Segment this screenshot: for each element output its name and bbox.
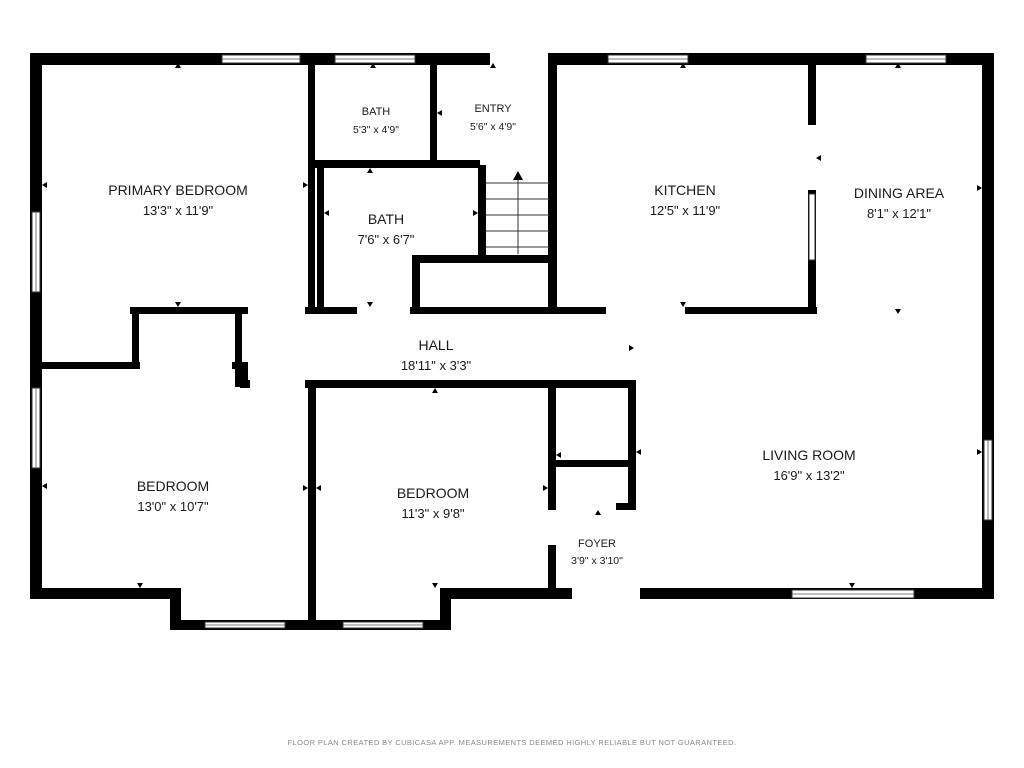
- bath-small-name: BATH: [362, 106, 391, 118]
- primary-bedroom-name: PRIMARY BEDROOM: [108, 182, 248, 198]
- door-markers: [42, 63, 982, 588]
- footer-disclaimer: FLOOR PLAN CREATED BY CUBICASA APP. MEAS…: [288, 738, 737, 747]
- stairs: [486, 171, 550, 254]
- bedroom-center-name: BEDROOM: [397, 485, 469, 501]
- living-room-dims: 16'9" x 13'2": [773, 468, 845, 483]
- dining-area-dims: 8'1" x 12'1": [867, 206, 931, 221]
- windows: [31, 53, 993, 629]
- bath-large-name: BATH: [368, 211, 404, 227]
- bath-small-dims: 5'3" x 4'9": [353, 124, 399, 136]
- foyer-dims: 3'9" x 3'10": [571, 555, 623, 567]
- hall-dims: 18'11" x 3'3": [401, 358, 472, 373]
- walls: [30, 53, 994, 630]
- primary-bedroom-dims: 13'3" x 11'9": [143, 203, 214, 218]
- bedroom-left-dims: 13'0" x 10'7": [137, 499, 209, 514]
- dining-area-name: DINING AREA: [854, 185, 945, 201]
- hall-name: HALL: [418, 337, 453, 353]
- room-labels: PRIMARY BEDROOM 13'3" x 11'9" BATH 5'3" …: [108, 103, 945, 567]
- kitchen-name: KITCHEN: [654, 182, 715, 198]
- foyer-name: FOYER: [578, 538, 616, 550]
- kitchen-dims: 12'5" x 11'9": [650, 203, 721, 218]
- entry-dims: 5'6" x 4'9": [470, 121, 516, 133]
- stair-arrow-icon: [513, 171, 523, 180]
- living-room-name: LIVING ROOM: [762, 447, 855, 463]
- bedroom-center-dims: 11'3" x 9'8": [401, 506, 464, 521]
- entry-name: ENTRY: [474, 103, 512, 115]
- bedroom-left-name: BEDROOM: [137, 478, 209, 494]
- bath-large-dims: 7'6" x 6'7": [358, 232, 415, 247]
